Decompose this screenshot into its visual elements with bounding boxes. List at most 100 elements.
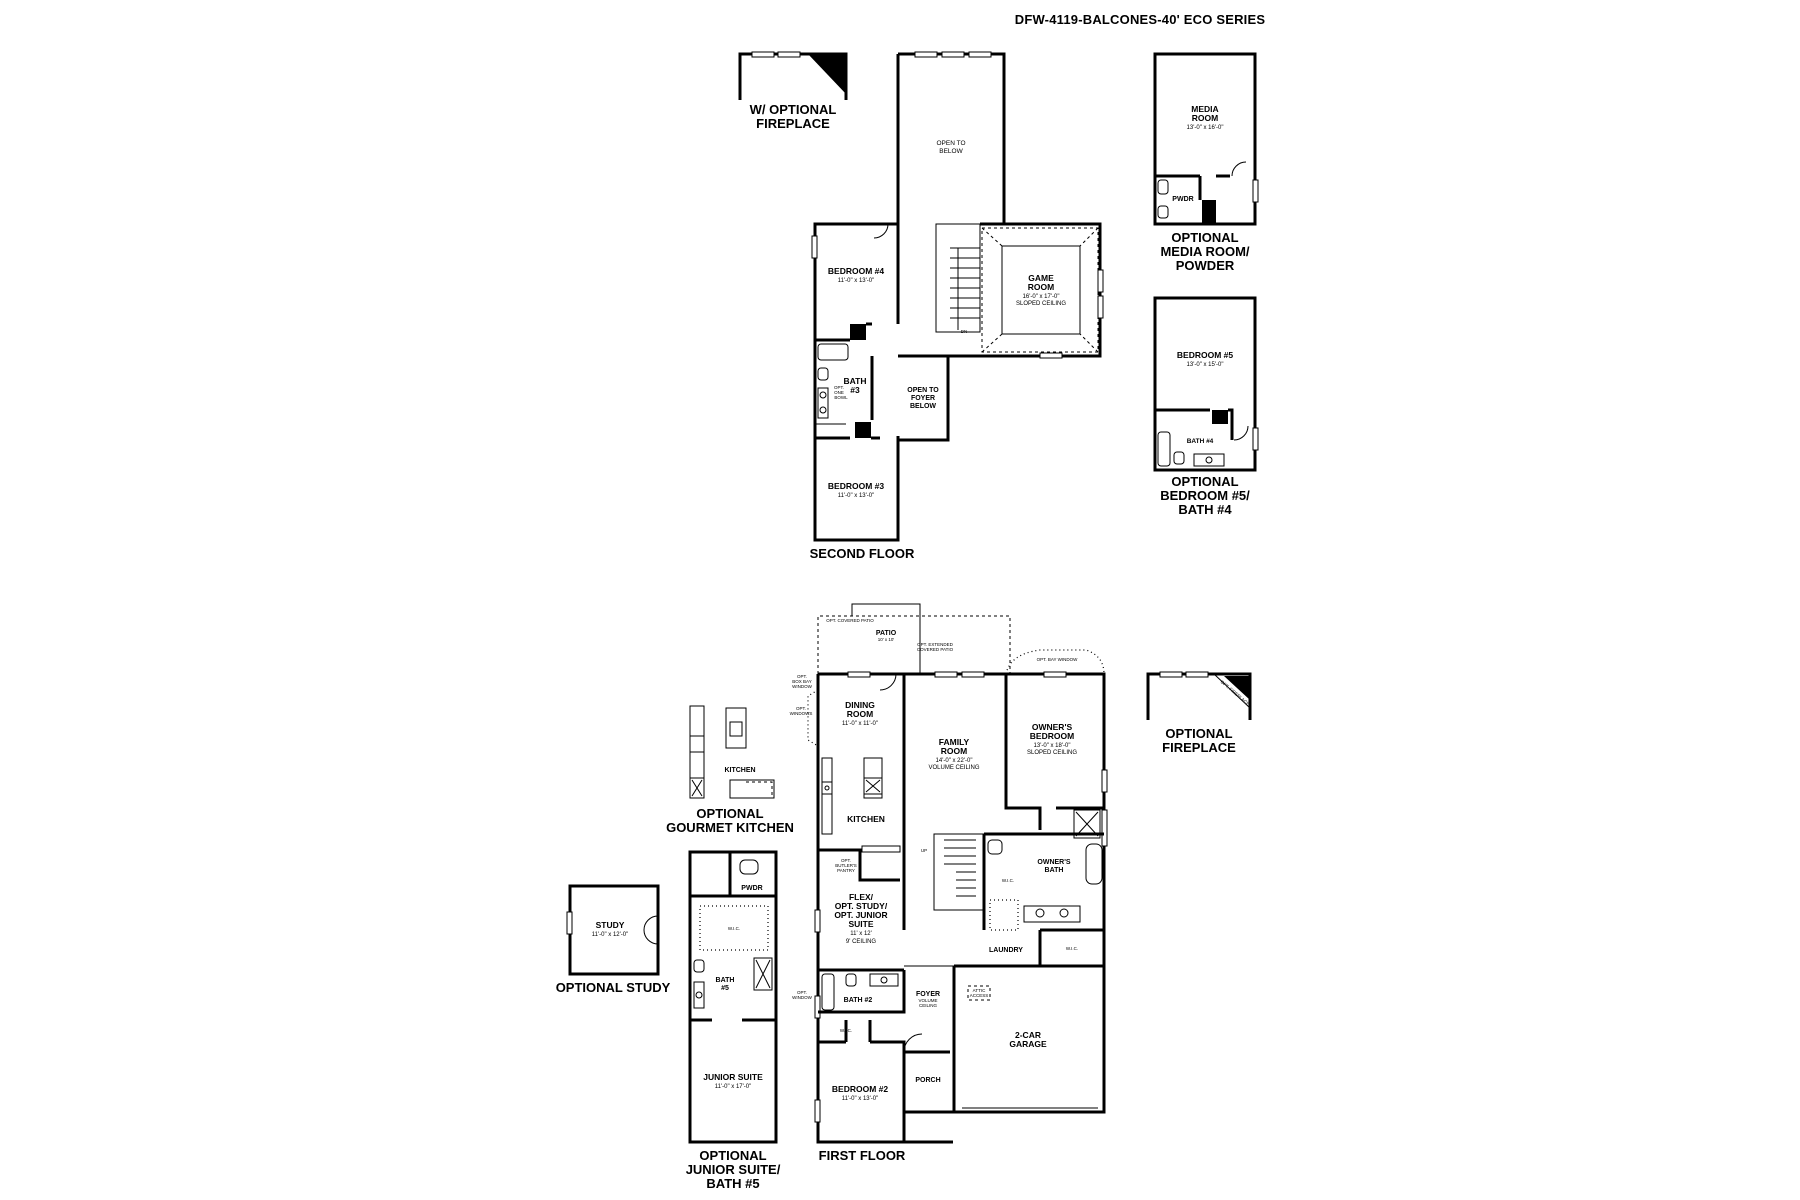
owners-bath-name-2: BATH: [1045, 867, 1064, 874]
gourmet-kitchen-label: KITCHEN: [724, 767, 755, 774]
optional-media-caption-3: POWDER: [1176, 258, 1235, 273]
jr-pwdr-label: PWDR: [741, 885, 762, 892]
junior-suite-dims: 11'-0" x 17'-0": [715, 1084, 751, 1090]
flex-name-4: SUITE: [848, 919, 873, 929]
flex-name-2: OPT. STUDY/: [835, 901, 888, 911]
porch-label: PORCH: [915, 1077, 940, 1084]
bedroom3-dims: 11'-0" x 13'-0": [838, 493, 874, 499]
game-room-name-2: ROOM: [1028, 282, 1054, 292]
open-to-foyer-label-2: FOYER: [911, 395, 935, 402]
kitchen-name: KITCHEN: [847, 814, 885, 824]
butlers-pantry-2: BUTLER'S: [835, 863, 857, 868]
opt-windows-2: WINDOWS: [790, 711, 813, 716]
bath4-label: BATH #4: [1187, 438, 1214, 445]
second-floor-plan: OPEN TO BELOW BEDROOM #4 11'-0" x 13'-0"…: [810, 51, 1104, 561]
w-optional-fireplace-caption-2: FIREPLACE: [756, 116, 830, 131]
dining-room-dims: 11'-0" x 11'-0": [842, 721, 878, 727]
owners-wic-1: W.I.C.: [1002, 878, 1014, 883]
w-optional-fireplace-detail: W/ OPTIONAL FIREPLACE: [738, 51, 848, 131]
optional-media-room-detail: MEDIA ROOM 13'-0" x 16'-0" PWDR OPTIONAL…: [1153, 52, 1259, 273]
bedroom4-name: BEDROOM #4: [828, 266, 884, 276]
foyer-name: FOYER: [916, 991, 940, 998]
optional-gourmet-kitchen-detail: KITCHEN OPTIONAL GOURMET KITCHEN: [666, 705, 794, 835]
attic-access-2: ACCESS: [970, 993, 989, 998]
owners-bath-name-1: OWNER'S: [1037, 859, 1070, 866]
bath3-name-1: BATH: [844, 376, 867, 386]
flex-name-1: FLEX/: [849, 892, 874, 902]
foyer-note-2: CEILING: [919, 1003, 938, 1008]
owners-bedroom-name-2: BEDROOM: [1030, 731, 1074, 741]
opt-box-bay-2: BOX BAY: [792, 679, 811, 684]
media-room-dims: 13'-0" x 16'-0": [1187, 125, 1224, 131]
opt-box-bay-1: OPT.: [797, 674, 807, 679]
butlers-pantry-3: PANTRY: [837, 868, 855, 873]
bedroom2-dims: 11'-0" x 13'-0": [842, 1096, 878, 1102]
optional-media-caption-1: OPTIONAL: [1171, 230, 1238, 245]
gourmet-caption-1: OPTIONAL: [696, 806, 763, 821]
bath3-note-1: OPT.: [834, 385, 844, 390]
bath3-note-2: ONE: [834, 390, 844, 395]
bath2-name: BATH #2: [844, 997, 873, 1004]
bath5-name-2: #5: [721, 985, 729, 992]
optional-media-caption-2: MEDIA ROOM/: [1160, 244, 1249, 259]
media-room-name-2: ROOM: [1192, 113, 1218, 123]
first-floor-plan: OPT. COVERED PATIO PATIO 10' x 10' OPT. …: [790, 603, 1108, 1163]
bedroom5-dims: 13'-0" x 15'-0": [1187, 362, 1224, 368]
flex-note: 9' CEILING: [846, 939, 876, 945]
study-dims: 11'-0" x 12'-0": [592, 932, 628, 938]
garage-name-1: 2-CAR: [1015, 1030, 1041, 1040]
owners-bedroom-dims: 13'-0" x 18'-0": [1034, 743, 1071, 749]
optional-bedroom5-detail: BEDROOM #5 13'-0" x 15'-0" BATH #4 OPTIO…: [1153, 296, 1259, 517]
family-room-name-2: ROOM: [941, 746, 967, 756]
family-room-dims: 14'-0" x 22'-0": [936, 758, 973, 764]
optional-fireplace-caption-2: FIREPLACE: [1162, 740, 1236, 755]
bath3-note-3: BOWL: [834, 395, 848, 400]
open-to-below-label-2: BELOW: [939, 148, 963, 155]
opt-bay-window-label: OPT. BAY WINDOW: [1037, 657, 1079, 662]
bed2-wic-label: W.I.C.: [840, 1028, 852, 1033]
game-room-note: SLOPED CEILING: [1016, 301, 1066, 307]
junior-suite-caption-3: BATH #5: [706, 1176, 759, 1191]
stair-up-label: UP: [921, 848, 927, 853]
fireplace-icon: [808, 54, 846, 94]
opt-covered-patio-label: OPT. COVERED PATIO: [826, 618, 874, 623]
junior-suite-caption-1: OPTIONAL: [699, 1148, 766, 1163]
bedroom2-name: BEDROOM #2: [832, 1084, 888, 1094]
junior-suite-name: JUNIOR SUITE: [703, 1072, 763, 1082]
open-to-below-label-1: OPEN TO: [936, 140, 965, 147]
dining-room-name-1: DINING: [845, 700, 875, 710]
game-room-name-1: GAME: [1028, 273, 1054, 283]
bedroom5-name: BEDROOM #5: [1177, 350, 1233, 360]
bath5-name-1: BATH: [716, 977, 735, 984]
family-room-name-1: FAMILY: [939, 737, 970, 747]
study-name: STUDY: [596, 920, 625, 930]
optional-bedroom5-caption-3: BATH #4: [1178, 502, 1232, 517]
bedroom4-dims: 11'-0" x 13'-0": [838, 278, 874, 284]
owners-bedroom-note: SLOPED CEILING: [1027, 750, 1077, 756]
media-room-name-1: MEDIA: [1191, 104, 1218, 114]
attic-access-1: ATTIC: [973, 988, 986, 993]
media-pwdr-label: PWDR: [1172, 196, 1193, 203]
garage-name-2: GARAGE: [1009, 1039, 1047, 1049]
optional-bedroom5-caption-2: BEDROOM #5/: [1160, 488, 1250, 503]
laundry-label: LAUNDRY: [989, 947, 1023, 954]
patio-name: PATIO: [876, 630, 897, 637]
bath2-opt-window-2: WINDOW: [792, 995, 812, 1000]
foyer-note-1: VOLUME: [918, 998, 937, 1003]
opt-windows-1: OPT.: [796, 706, 806, 711]
gourmet-caption-2: GOURMET KITCHEN: [666, 820, 794, 835]
patio-dims: 10' x 10': [878, 637, 895, 642]
fireplace-icon: [1224, 676, 1250, 700]
bath2-opt-window-1: OPT.: [797, 990, 807, 995]
bedroom3-name: BEDROOM #3: [828, 481, 884, 491]
flex-name-3: OPT. JUNIOR: [834, 910, 887, 920]
w-optional-fireplace-caption-1: W/ OPTIONAL: [750, 102, 837, 117]
jr-wic-label: W.I.C.: [728, 926, 740, 931]
junior-suite-caption-2: JUNIOR SUITE/: [686, 1162, 781, 1177]
flex-dims: 11' x 12': [850, 931, 872, 937]
second-floor-caption: SECOND FLOOR: [810, 546, 915, 561]
family-room-note: VOLUME CEILING: [928, 765, 979, 771]
series-title: DFW-4119-BALCONES-40' ECO SERIES: [1014, 12, 1266, 27]
opt-extended-patio-1: OPT. EXTENDED: [917, 642, 954, 647]
